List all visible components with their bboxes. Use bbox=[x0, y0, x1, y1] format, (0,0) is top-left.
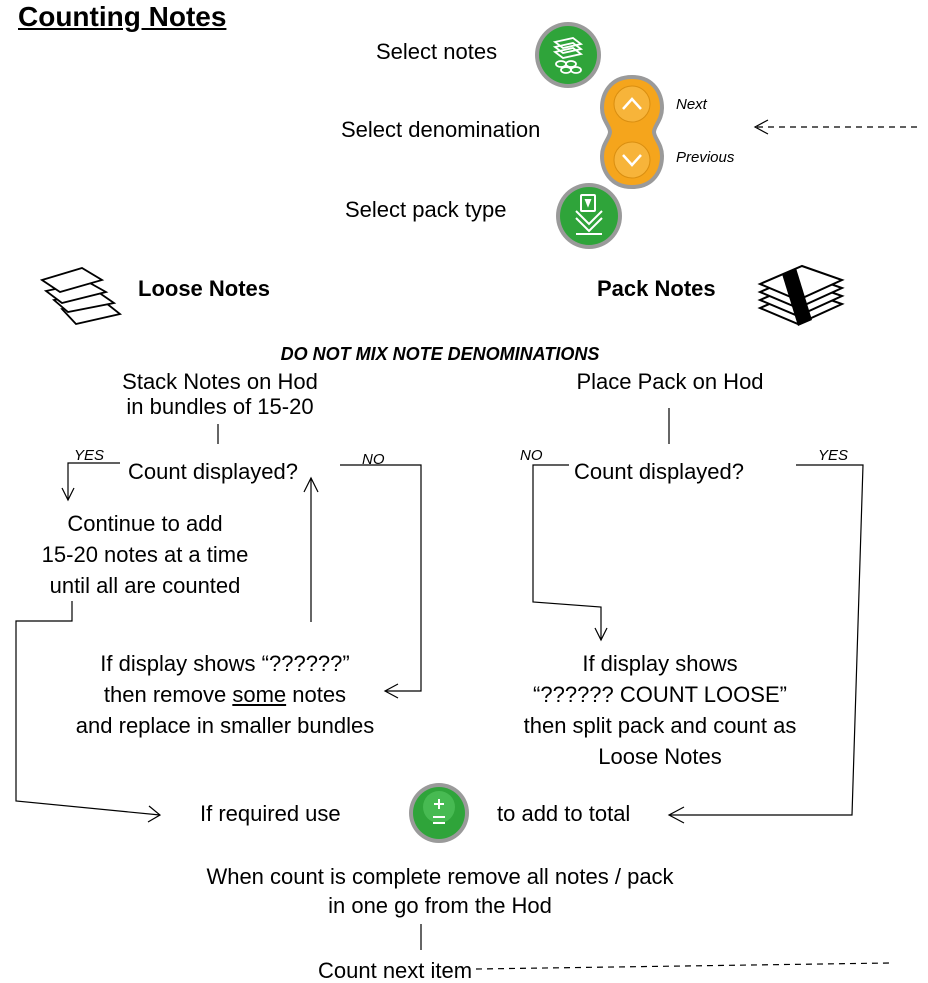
select-pack-type-label: Select pack type bbox=[345, 197, 507, 222]
pack-no-arrowhead bbox=[594, 627, 608, 642]
yes-to-continue-line bbox=[67, 462, 120, 500]
pack-if-line2: “?????? COUNT LOOSE” bbox=[533, 682, 787, 707]
pack-yes-line bbox=[670, 464, 864, 816]
previous-label: Previous bbox=[676, 149, 735, 166]
loose-notes-heading: Loose Notes bbox=[138, 276, 271, 301]
plus-equals-icon bbox=[433, 799, 445, 824]
continue-to-total-arrowhead bbox=[147, 805, 162, 823]
no-loop-arrowhead bbox=[383, 683, 399, 699]
count-next-item-label: Count next item bbox=[318, 958, 473, 983]
pack-yes-arrowhead bbox=[667, 806, 685, 824]
loose-if-line2-some: some bbox=[232, 682, 287, 707]
loose-notes-icon bbox=[39, 267, 123, 325]
loop-dash-bottom bbox=[475, 962, 891, 970]
continue-line2: 15-20 notes at a time bbox=[41, 542, 249, 567]
complete-line2: in one go from the Hod bbox=[328, 893, 552, 918]
loose-count-question: Count displayed? bbox=[128, 459, 299, 484]
page-title: Counting Notes bbox=[18, 1, 227, 32]
select-notes-label: Select notes bbox=[376, 39, 498, 64]
next-label: Next bbox=[676, 96, 707, 113]
warning-text: DO NOT MIX NOTE DENOMINATIONS bbox=[280, 344, 600, 364]
pack-notes-icon bbox=[757, 264, 845, 326]
loose-if-line3: and replace in smaller bundles bbox=[75, 713, 375, 738]
loose-if-line2a: then remove bbox=[103, 682, 233, 707]
loop-dash-arrowhead bbox=[753, 119, 769, 135]
complete-line1: When count is complete remove all notes … bbox=[206, 864, 674, 889]
pack-download-icon bbox=[575, 194, 603, 235]
loose-yes-label: YES bbox=[74, 447, 105, 464]
loose-if-line2c: notes bbox=[286, 682, 347, 707]
continue-line3: until all are counted bbox=[49, 573, 241, 598]
retry-up-arrowhead bbox=[303, 476, 319, 493]
no-loop-line bbox=[340, 464, 422, 692]
stack-notes-line2: in bundles of 15-20 bbox=[126, 394, 314, 419]
loose-if-line1: If display shows “??????” bbox=[100, 651, 350, 676]
total-right-text: to add to total bbox=[497, 801, 631, 826]
pack-no-line bbox=[532, 464, 602, 640]
continue-line1: Continue to add bbox=[67, 511, 223, 536]
pack-if-line1: If display shows bbox=[582, 651, 738, 676]
total-left-text: If required use bbox=[200, 801, 341, 826]
denomination-rocker[interactable] bbox=[596, 74, 668, 190]
pack-yes-label: YES bbox=[818, 447, 849, 464]
pack-count-question: Count displayed? bbox=[574, 459, 745, 484]
pack-type-button[interactable] bbox=[552, 181, 626, 251]
select-denomination-label: Select denomination bbox=[341, 117, 541, 142]
pack-no-label: NO bbox=[520, 447, 543, 464]
loose-if-line2: then remove some notes bbox=[20, 682, 430, 708]
place-pack-label: Place Pack on Hod bbox=[576, 369, 764, 394]
notes-stack-icon bbox=[552, 37, 584, 74]
pack-if-line4: Loose Notes bbox=[598, 744, 722, 769]
continue-to-total-line bbox=[15, 601, 161, 816]
yes-arrowhead bbox=[61, 487, 75, 502]
down-chevron-icon bbox=[622, 154, 642, 167]
select-notes-button[interactable] bbox=[533, 20, 603, 90]
pack-if-line3: then split pack and count as bbox=[523, 713, 797, 738]
pack-notes-heading: Pack Notes bbox=[597, 276, 716, 301]
loose-no-label: NO bbox=[362, 451, 385, 468]
up-chevron-icon bbox=[622, 97, 642, 110]
stack-notes-line1: Stack Notes on Hod bbox=[122, 369, 318, 394]
total-button[interactable] bbox=[404, 781, 474, 845]
